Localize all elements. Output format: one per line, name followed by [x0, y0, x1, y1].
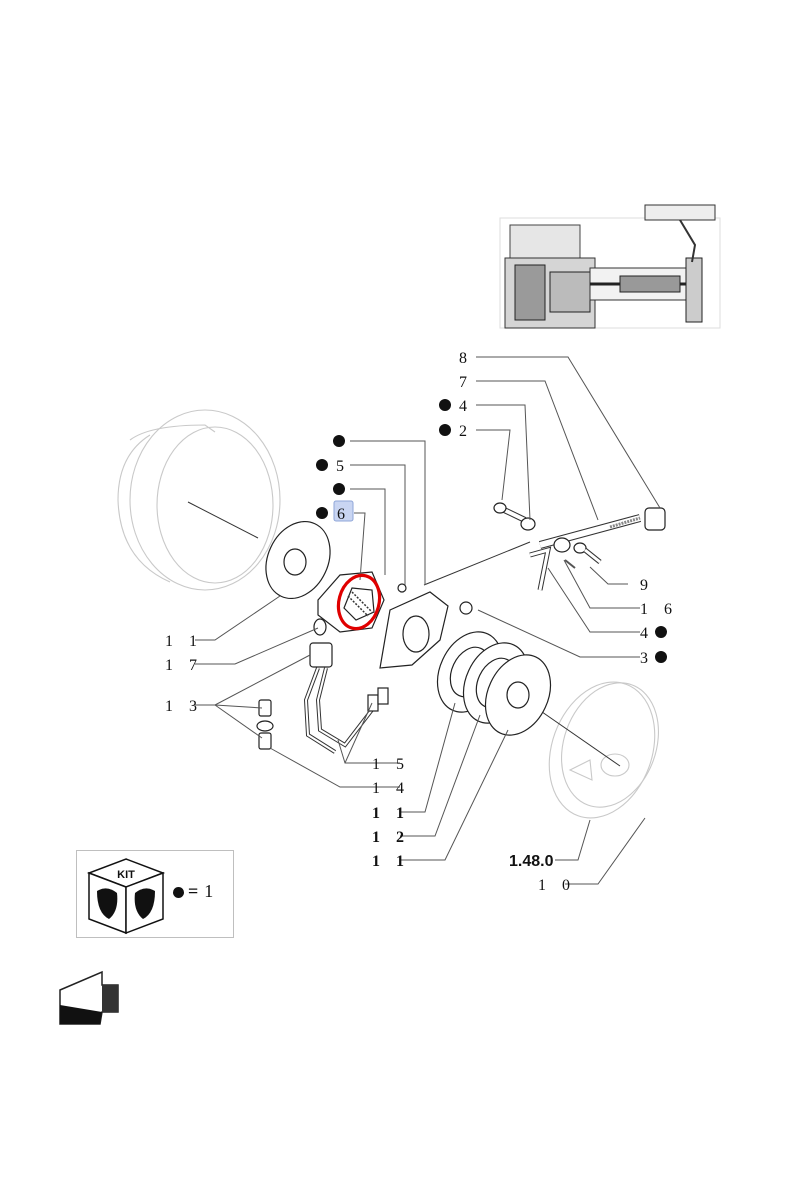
svg-text:KIT: KIT [117, 869, 135, 881]
part-6-highlight-ring [336, 573, 382, 631]
callout-6[interactable]: 6 [337, 506, 351, 523]
callout-13: 1 3 [165, 698, 203, 715]
callout-11-left: 1 1 [165, 633, 203, 650]
callout-12: 1 2 [372, 829, 410, 846]
back-arrow-icon[interactable] [59, 970, 119, 1025]
kit-legend-value: 1 [204, 881, 214, 901]
kit-legend-box: KIT =1 [76, 850, 234, 938]
callout-8: 8 [459, 350, 473, 367]
callout-9: 9 [640, 577, 654, 594]
callout-5: 5 [336, 458, 350, 475]
kit-legend-text: =1 [173, 881, 213, 902]
callout-11-bottom-1: 1 1 [372, 805, 410, 822]
callout-4-top: 4 [459, 398, 473, 415]
brake-shaft-assembly [423, 502, 666, 591]
callout-15: 1 5 [372, 756, 410, 773]
brake-actuator-plate [317, 571, 407, 633]
kit-bullet-icon [173, 887, 184, 899]
hub-flange-background [531, 681, 660, 819]
brake-lines [256, 618, 389, 754]
pressure-plate [379, 591, 473, 669]
callout-4-right: 4 [640, 625, 654, 642]
callout-14: 1 4 [372, 780, 410, 797]
callout-3: 3 [640, 650, 654, 667]
callout-17: 1 7 [165, 657, 203, 674]
selected-callout-highlight [333, 500, 354, 522]
callout-11-bottom-2: 1 1 [372, 853, 410, 870]
leader-lines [195, 356, 661, 885]
callout-16: 1 6 [640, 601, 678, 618]
reference-1-48-0[interactable]: 1.48.0 [509, 853, 554, 870]
location-thumbnail [499, 204, 721, 329]
kit-cube-icon: KIT [86, 858, 166, 935]
wheel-hub-background [117, 409, 281, 591]
callout-labels: 8 7 4 2 5 6 9 1 6 4 3 1 1 1 7 1 3 1 5 1 … [165, 350, 678, 894]
callout-10: 1 0 [538, 877, 576, 894]
brake-disc-left [265, 520, 331, 600]
callout-2: 2 [459, 423, 473, 440]
kit-bullets [316, 399, 667, 663]
friction-disc-stack [436, 631, 552, 736]
callout-7: 7 [459, 374, 473, 391]
